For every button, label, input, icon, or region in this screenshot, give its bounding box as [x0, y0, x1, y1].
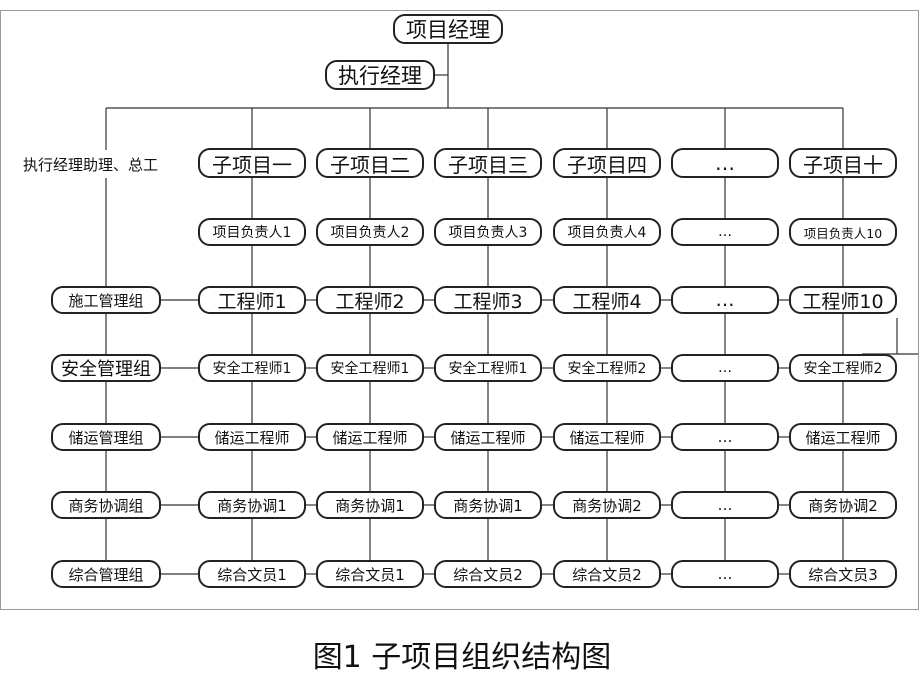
column-2-cell-0: 项目负责人3 [434, 218, 542, 246]
column-2-cell-1: 工程师3 [434, 286, 542, 314]
column-3-cell-4: 商务协调2 [553, 491, 661, 519]
node-executive-manager: 执行经理 [325, 60, 435, 90]
column-0-cell-3: 储运工程师 [198, 423, 306, 451]
column-2-cell-4: 商务协调1 [434, 491, 542, 519]
column-3-cell-1: 工程师4 [553, 286, 661, 314]
column-title-3: 子项目四 [553, 148, 661, 178]
column-5-cell-2: 安全工程师2 [789, 354, 897, 382]
column-title-0: 子项目一 [198, 148, 306, 178]
column-1-cell-5: 综合文员1 [316, 560, 424, 588]
column-5-cell-3: 储运工程师 [789, 423, 897, 451]
column-4-cell-2: … [671, 354, 779, 382]
column-1-cell-0: 项目负责人2 [316, 218, 424, 246]
column-3-cell-2: 安全工程师2 [553, 354, 661, 382]
column-5-cell-0: 项目负责人10 [789, 218, 897, 246]
label-assistant-chief-engineer: 执行经理助理、总工 [23, 155, 159, 174]
column-3-cell-0: 项目负责人4 [553, 218, 661, 246]
column-0-cell-4: 商务协调1 [198, 491, 306, 519]
column-0-cell-5: 综合文员1 [198, 560, 306, 588]
column-0-cell-2: 安全工程师1 [198, 354, 306, 382]
column-1-cell-4: 商务协调1 [316, 491, 424, 519]
column-4-cell-1: … [671, 286, 779, 314]
left-group-3: 商务协调组 [51, 491, 161, 519]
column-1-cell-1: 工程师2 [316, 286, 424, 314]
column-4-cell-3: … [671, 423, 779, 451]
column-1-cell-3: 储运工程师 [316, 423, 424, 451]
column-2-cell-5: 综合文员2 [434, 560, 542, 588]
node-project-manager: 项目经理 [393, 14, 503, 44]
diagram-frame [0, 10, 919, 610]
column-3-cell-3: 储运工程师 [553, 423, 661, 451]
left-group-1: 安全管理组 [51, 354, 161, 382]
column-title-4: … [671, 148, 779, 178]
column-1-cell-2: 安全工程师1 [316, 354, 424, 382]
column-4-cell-0: … [671, 218, 779, 246]
figure-caption: 图1 子项目组织结构图 [312, 640, 612, 675]
column-5-cell-1: 工程师10 [789, 286, 897, 314]
column-0-cell-1: 工程师1 [198, 286, 306, 314]
column-5-cell-4: 商务协调2 [789, 491, 897, 519]
left-group-4: 综合管理组 [51, 560, 161, 588]
column-title-1: 子项目二 [316, 148, 424, 178]
column-5-cell-5: 综合文员3 [789, 560, 897, 588]
column-2-cell-2: 安全工程师1 [434, 354, 542, 382]
column-title-5: 子项目十 [789, 148, 897, 178]
left-group-2: 储运管理组 [51, 423, 161, 451]
column-3-cell-5: 综合文员2 [553, 560, 661, 588]
left-group-0: 施工管理组 [51, 286, 161, 314]
column-0-cell-0: 项目负责人1 [198, 218, 306, 246]
column-2-cell-3: 储运工程师 [434, 423, 542, 451]
column-title-2: 子项目三 [434, 148, 542, 178]
column-4-cell-4: … [671, 491, 779, 519]
column-4-cell-5: … [671, 560, 779, 588]
